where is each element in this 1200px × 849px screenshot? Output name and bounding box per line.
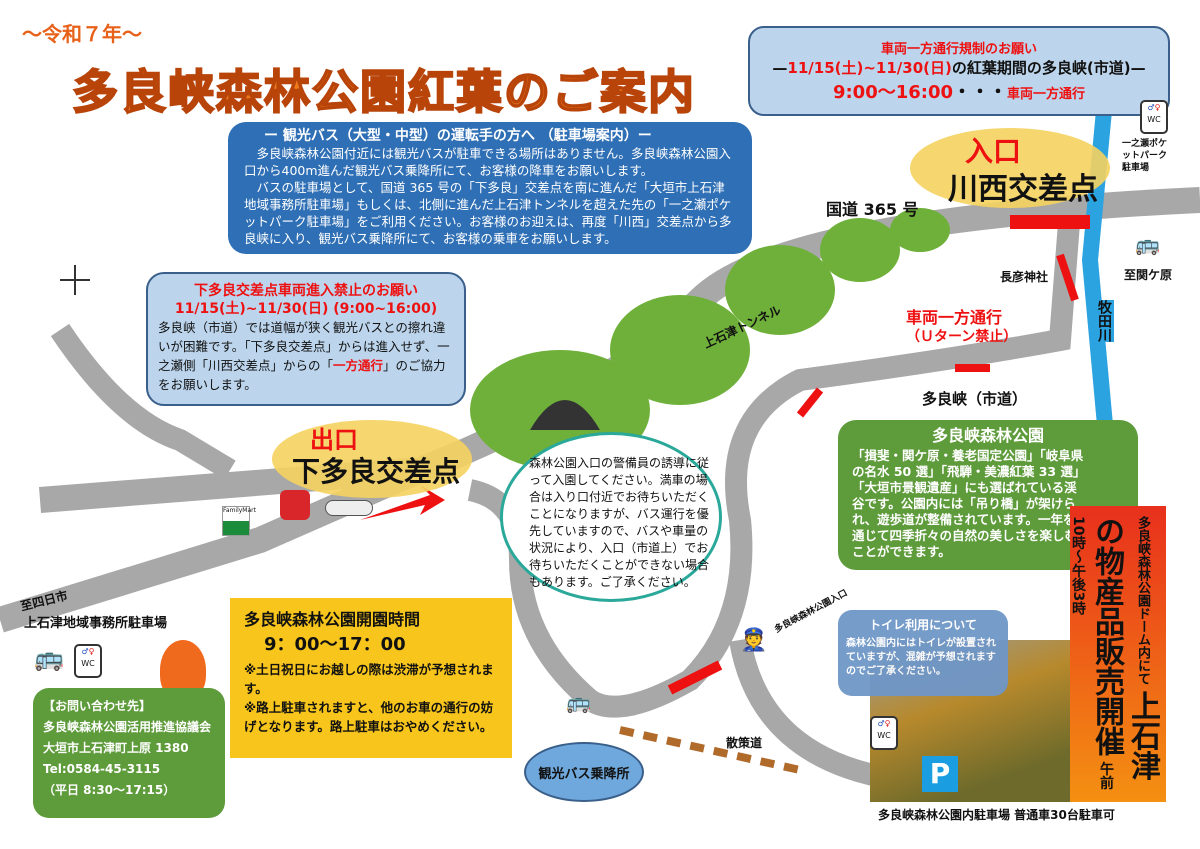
oneway-notice: 車両一方通行規制のお願い —11/15(土)~11/30(日)の紅葉期間の多良峡… [748,26,1170,116]
market-title: 上石津の物産品販売開催 [1089,516,1160,781]
shimotara-title: 下多良交差点車両進入禁止のお願い [194,283,418,299]
exit-highlight [272,420,472,498]
exit-label: 出口 [310,426,358,454]
shrine-label: 長彦神社 [1000,270,1049,284]
familymart-text: FamilyMart [223,507,256,514]
park-info-body: 「揖斐・関ケ原・養老国定公園」「岐阜県の名水 50 選」「飛騨・美濃紅葉 33 … [852,448,1086,559]
dots: ・・・ [953,82,1008,103]
park-parking-label: 多良峡森林公園内駐車場 普通車30台駐車可 [878,808,1115,822]
bus-driver-notice: ー 観光バス（大型・中型）の運転手の方へ （駐車場案内）ー 多良峡森林公園付近に… [228,122,752,254]
hours-note-1: ※土日祝日にお越しの際は渋滞が予想されます。 [244,662,494,696]
entrance-label: 入口 [965,135,1022,168]
shimotara-body-end: 」のご協力をお願いします。 [158,358,446,392]
page-title: 多良峡森林公園紅葉のご案内 [71,64,696,120]
pocket-park-label: 一之瀬ポケットパーク駐車場 [1122,139,1168,173]
toilet-notice: トイレ利用について 森林公園内にはトイレが設置されていますが、混雑が予想されます… [838,610,1008,696]
opening-hours: 多良峡森林公園開園時間 9：00〜17：00 ※土日祝日にお越しの際は渋滞が予想… [230,598,512,758]
shimotara-emph: 一方通行 [333,358,384,373]
toilet-title: トイレ利用について [869,618,977,632]
hours-title: 多良峡森林公園開園時間 [244,610,421,629]
contact-address: 大垣市上石津町上原 1380 [43,741,189,755]
oneway-label: 車両一方通行 [906,308,1003,327]
parking-icon: P [922,756,958,792]
entrance-highlight [910,128,1110,208]
bus-icon: 🚌 [1135,232,1160,256]
bus-notice-p1: 多良峡森林公園付近には観光バスが駐車できる場所はありません。多良峡森林公園入口か… [244,146,731,178]
wc-icon-ichinose: ♂♀WC [1140,100,1168,134]
bus-icon-office: 🚌 [34,644,64,672]
tarakyo-road-label: 多良峡（市道） [922,390,1028,408]
oneway-title: 車両一方通行規制のお願い [880,42,1037,57]
bus-notice-p2: バスの駐車場として、国道 365 号の「下多良」交差点を南に進んだ「大垣市上石津… [244,180,732,246]
guard-icon: 👮 [740,628,768,653]
uturn-label: （Ｕターン禁止） [906,329,1018,345]
market-place: 多良峡森林公園ドーム内にて [1135,516,1150,685]
market-time: 午前10時〜午後3時 [1070,516,1114,790]
bus-stop-icon: 🚌 [566,690,591,714]
contact-heading: 【お問い合わせ先】 [43,699,152,713]
oneway-rule: 車両一方通行 [1007,87,1086,102]
to-sekigahara-label: 至関ケ原 [1124,268,1173,282]
wc-icon-office: ♂♀WC [74,644,102,678]
shimotara-dates: 11/15(土)~11/30(日) (9:00~16:00) [174,301,438,317]
walkway-label: 散策道 [726,736,763,750]
office-parking-label: 上石津地域事務所駐車場 [24,616,168,631]
hours-note-2: ※路上駐車されますと、他のお車の通行の妨げとなります。路上駐車はおやめください。 [244,700,494,734]
market-banner: 多良峡森林公園ドーム内にて 上石津の物産品販売開催 午前10時〜午後3時 [1070,506,1166,802]
contact-hours: （平日 8:30〜17:15） [43,783,176,797]
route-365-label: 国道 365 号 [826,200,919,219]
oneway-dates: 11/15(土)~11/30(日) [787,59,952,77]
contact-box: 【お問い合わせ先】 多良峡森林公園活用推進協議会 大垣市上石津町上原 1380 … [33,688,225,818]
bus-stop-label: 観光バス乗降所 [524,742,644,802]
contact-tel[interactable]: Tel:0584-45-3115 [43,762,161,776]
oneway-period: の紅葉期間の多良峡(市道) [951,59,1131,77]
bus-notice-heading: ー 観光バス（大型・中型）の運転手の方へ （駐車場案内）ー [264,128,652,144]
wc-icon-park: ♂♀WC [870,716,898,750]
oneway-time: 9:00〜16:00 [832,82,954,103]
contact-org: 多良峡森林公園活用推進協議会 [43,720,212,734]
shimotara-intersection: 下多良交差点 [292,455,461,488]
kawanishi-intersection: 川西交差点 [948,172,1098,207]
wc-text: WC [1147,115,1161,124]
traffic-light-icon [325,500,373,516]
shimotara-body: 多良峡（市道）では道幅が狭く観光バスとの擦れ違いが困難です。「下多良交差点」から… [158,320,450,373]
era-label: 〜令和７年〜 [22,22,142,46]
toilet-body: 森林公園内にはトイレが設置されていますが、混雑が予想されますのでご了承ください。 [846,638,996,677]
convenience-store-icon [280,490,310,520]
river-label: 牧田川 [1094,300,1114,342]
hours-time: 9：00〜17：00 [264,634,406,655]
guard-notice: 森林公園入口の警備員の誘導に従って入園してください。満車の場合は入り口付近でお待… [500,432,722,602]
familymart-icon: FamilyMart [222,506,256,536]
shimotara-notice: 下多良交差点車両進入禁止のお願い 11/15(土)~11/30(日) (9:00… [146,272,466,406]
park-info-title: 多良峡森林公園 [931,426,1044,445]
